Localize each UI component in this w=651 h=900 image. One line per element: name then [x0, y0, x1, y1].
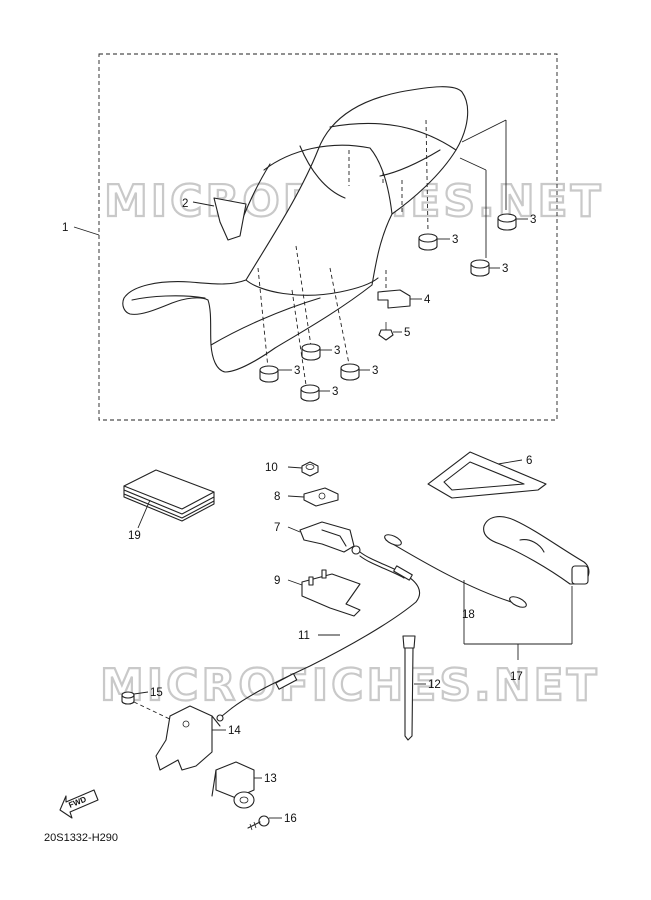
damper-group	[259, 213, 517, 402]
callout-8: 8	[274, 491, 280, 503]
leader-19	[137, 499, 151, 529]
callout-4: 4	[424, 294, 431, 306]
leader-9	[287, 579, 303, 586]
damper[interactable]	[470, 259, 490, 277]
callout-18: 18	[462, 609, 475, 621]
seat-lock-cable[interactable]	[216, 551, 421, 722]
seat-assembly-frame	[98, 53, 558, 421]
lock-cylinder[interactable]	[211, 761, 255, 809]
callout-3: 3	[502, 263, 508, 275]
tool-bag[interactable]	[483, 516, 590, 585]
callout-14: 14	[228, 725, 241, 737]
owners-manual[interactable]	[123, 469, 215, 522]
diagram-code: 20S1332-H290	[44, 832, 118, 844]
callout-3: 3	[334, 345, 340, 357]
seat-lock[interactable]	[299, 521, 361, 555]
callout-3: 3	[452, 234, 458, 246]
damper[interactable]	[301, 343, 321, 361]
seat-pad[interactable]	[213, 197, 247, 241]
callout-3: 3	[530, 214, 536, 226]
damper[interactable]	[497, 213, 517, 231]
leader-8	[287, 495, 305, 498]
callout-15: 15	[150, 687, 163, 699]
callout-3: 3	[294, 365, 300, 377]
callout-6: 6	[526, 455, 532, 467]
callout-9: 9	[274, 575, 280, 587]
callout-10: 10	[265, 462, 278, 474]
callout-3: 3	[372, 365, 378, 377]
tool-case[interactable]	[427, 451, 547, 499]
cap[interactable]	[121, 691, 135, 705]
lock-holder-bracket[interactable]	[155, 705, 221, 771]
callout-19: 19	[128, 530, 141, 542]
plate-hole	[318, 492, 326, 500]
callout-7: 7	[274, 522, 280, 534]
fwd-arrow-icon: FWD	[59, 789, 99, 819]
damper[interactable]	[259, 365, 279, 383]
seat-bracket[interactable]	[377, 289, 411, 309]
callout-2: 2	[182, 198, 188, 210]
upper-leaders	[73, 119, 528, 392]
leader-10	[287, 466, 303, 469]
callout-16: 16	[284, 813, 297, 825]
damper[interactable]	[340, 363, 360, 381]
leader-6	[497, 459, 523, 465]
seat[interactable]	[122, 86, 469, 373]
lock-bracket[interactable]	[301, 569, 361, 617]
damper[interactable]	[418, 233, 438, 251]
leader-7	[287, 526, 301, 533]
callout-13: 13	[264, 773, 277, 785]
watermark-bottom: MICROFICHES.NET	[100, 660, 600, 711]
callout-numbers: 1 2 3 3 3 3 3 3 3 4 5 6 7 8 9 10 11 12 1…	[62, 198, 536, 825]
lock-plate[interactable]	[303, 487, 339, 507]
bracket-screw[interactable]	[378, 322, 394, 341]
leader-15	[133, 691, 149, 695]
callout-11: 11	[298, 630, 310, 642]
callout-1: 1	[62, 222, 68, 234]
leader-17-18	[463, 580, 573, 660]
damper-mount-lines	[257, 119, 429, 386]
callout-17: 17	[510, 671, 523, 683]
callout-12: 12	[428, 679, 441, 691]
callout-3: 3	[332, 386, 338, 398]
lock-nut[interactable]	[301, 461, 319, 477]
helmet-wire[interactable]	[383, 533, 528, 610]
tie-strap[interactable]	[402, 635, 416, 741]
callout-5: 5	[404, 327, 410, 339]
damper[interactable]	[300, 384, 320, 402]
lock-bolt[interactable]	[247, 815, 270, 831]
